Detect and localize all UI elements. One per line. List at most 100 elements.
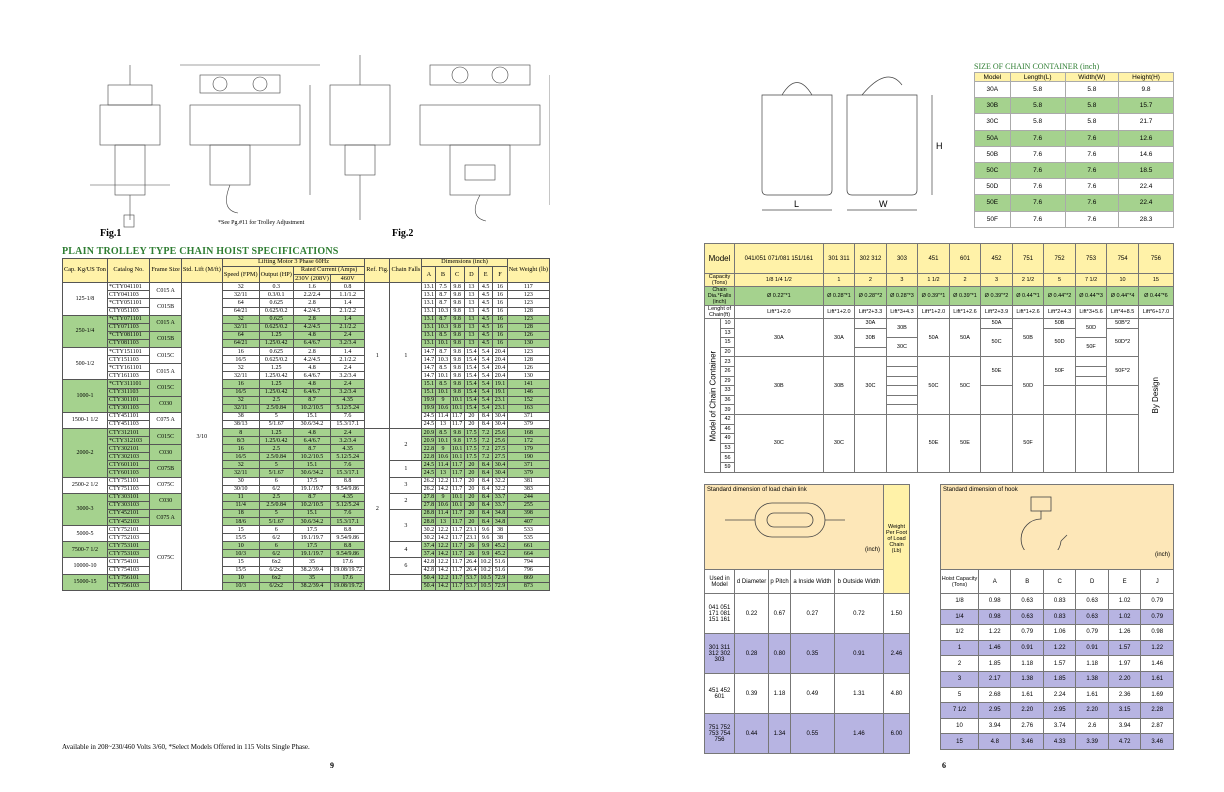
cell: C075C [149,525,182,591]
cell: 4.72 [1107,733,1142,750]
cell: 1.61 [1010,686,1044,704]
fig1-label: Fig.1 [100,228,122,239]
cell: 16 [492,330,508,340]
cell: 126 [506,363,551,373]
cell: 30.4 [492,419,508,429]
cell: 8.4 [478,508,494,519]
cell: 16 [221,347,260,357]
cell: 5.8 [1009,113,1066,131]
cell: 13.1 [421,306,437,316]
cell: 754 [1106,243,1139,274]
cell: 7.6 [330,508,366,519]
cell: 7.5 [435,282,451,292]
cell: 14.2 [435,533,451,543]
cell: 5 [258,460,294,470]
cell: 42.8 [421,557,437,567]
cell: 20.4 [492,371,508,381]
cell: CTY311103 [106,387,151,397]
cell: 9.8 [449,338,465,349]
cell: 7.6 [1064,210,1120,228]
cell: 28.8 [421,508,437,519]
cell: 2.8 [292,314,332,324]
cell: 15.7 [1118,97,1174,115]
cell: CTY751103 [106,484,151,494]
cell: 50D [1074,317,1108,339]
cell: 1/8 1/4 1/2 [734,273,824,287]
cell: 30B [885,317,919,339]
cell: CTY753103 [106,549,151,559]
cell: 3.74 [1042,717,1077,735]
cell: 8.5 [435,363,451,373]
cell: CTY756103 [106,581,151,591]
cell: 14.2 [435,549,451,559]
cell: 13.1 [421,290,437,300]
cell: 20 [463,484,480,494]
cell: 8.7 [435,314,451,324]
cell: 19.1/19.7 [292,549,332,559]
cell: 5.8 [1009,80,1066,99]
cell: 20 [463,516,480,527]
cell: Ø 0.39"*1 [917,286,950,306]
cell: 1.22 [977,624,1012,641]
cell: 7.6 [1009,161,1066,180]
cell: 0.98 [1140,624,1174,641]
cell: 59 [720,461,735,473]
cell: CTY071103 [106,322,151,332]
cell: 4.8 [292,330,332,340]
cell: 3.2/3.4 [330,338,366,349]
cell: 0.625/0.2 [258,355,294,365]
cell [1074,365,1108,377]
cell: Hoist Capacity (Tons) [940,569,979,594]
cell: 16 [492,282,508,292]
cell: 7 1/2 [940,702,979,719]
cell: 50E [980,356,1013,387]
cell: 5/1.67 [258,468,294,478]
h-460v: 460V [330,274,366,284]
cell: 16 [492,306,508,316]
cell: 10.1 [435,387,451,397]
cell: 9 [435,444,451,454]
cell: 14.2 [435,565,451,575]
cell: 3.94 [1107,717,1142,735]
cell: *CTY051101 [106,298,151,308]
cell: 15.4 [463,347,480,357]
cell: 041/051 071/081 151/161 [734,243,824,274]
cell [854,413,887,473]
cell: 1/8 [940,593,979,610]
cell: 8.7 [435,298,451,308]
cell: 30A [822,317,856,358]
cell: 24.5 [421,411,437,421]
cell: 15.1 [292,460,332,470]
cell: 22.4 [1118,194,1174,212]
cell: 27.5 [492,444,508,454]
cell: 0.91 [1075,639,1109,657]
cell: 24.5 [421,460,437,470]
cell: 1000-1 [62,379,108,413]
cell: 64 [221,298,260,308]
cell: 12.2 [435,476,451,486]
cell: 10.2/10.5 [292,452,332,462]
cell: 1.57 [1042,655,1077,672]
cell: 1.4 [330,314,366,324]
cell: 18.5 [1118,161,1174,180]
cell: *CTY161101 [106,363,151,373]
cell: 117 [506,282,551,292]
cell: 25.6 [492,427,508,438]
cell: 7.6 [330,411,366,421]
cell: Capacity (Tons) [704,273,735,287]
cell: 1.02 [1107,608,1142,626]
cell: 16 [492,338,508,349]
hook-title: Standard dimension of hook [943,487,1018,493]
container-drawing: L W H [761,76,943,211]
cell: 179 [506,444,551,454]
